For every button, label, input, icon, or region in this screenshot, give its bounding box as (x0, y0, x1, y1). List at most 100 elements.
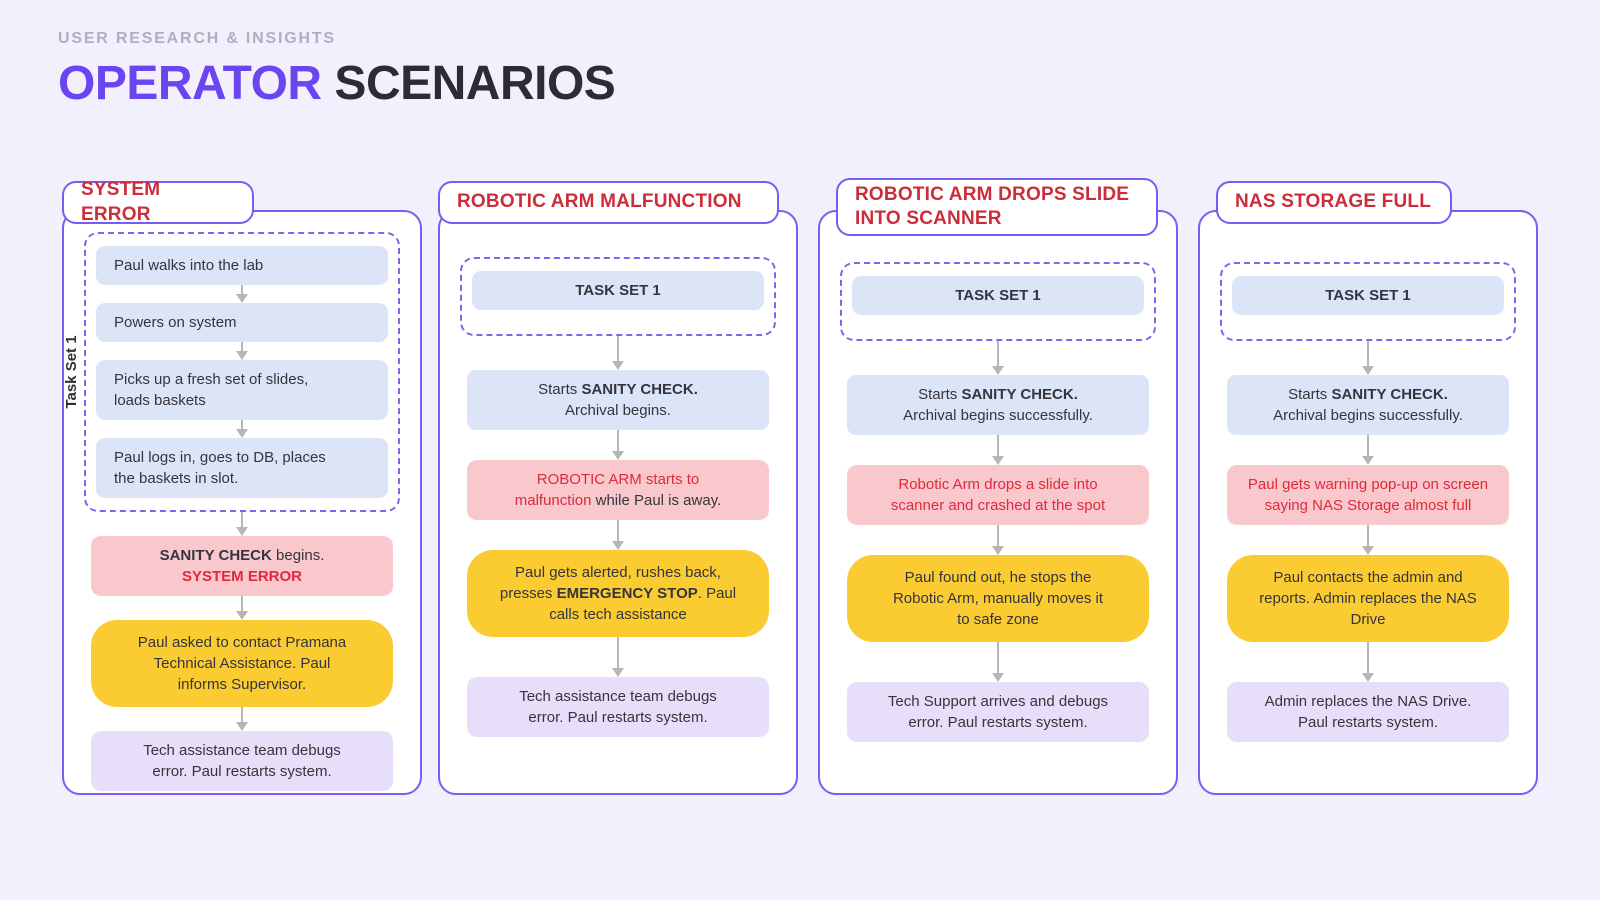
step-line: Paul asked to contact Pramana (138, 632, 346, 653)
text-segment: Paul gets alerted, rushes back, (515, 564, 721, 581)
step-line: error. Paul restarts system. (528, 707, 707, 728)
step-line: Robotic Arm drops a slide into (898, 474, 1097, 495)
step-line: SYSTEM ERROR (182, 566, 302, 587)
arrow-shaft (1367, 642, 1369, 673)
arrow-head (992, 456, 1004, 465)
text-segment: Starts (918, 386, 962, 403)
down-arrow (236, 342, 248, 360)
arrow-shaft (617, 637, 619, 668)
task-set-group: TASK SET 1 (840, 262, 1156, 341)
step-line: informs Supervisor. (178, 674, 306, 695)
arrow-shaft (997, 341, 999, 366)
text-segment: Robotic Arm drops a slide into (898, 476, 1098, 493)
arrow-shaft (617, 520, 619, 541)
scenario-title: ROBOTIC ARM MALFUNCTION (438, 181, 779, 224)
flow-step-blue: Starts SANITY CHECK. Archival begins succ… (1227, 375, 1509, 435)
text-segment: Paul restarts system. (1297, 714, 1439, 731)
arrow-head (236, 294, 248, 303)
text-segment: TASK SET 1 (575, 282, 661, 299)
step-line: error. Paul restarts system. (908, 712, 1087, 733)
flow-step-blue: Picks up a fresh set of slides,loads bas… (96, 360, 388, 420)
arrow-head (992, 366, 1004, 375)
step-line: Paul restarts system. (1298, 712, 1438, 733)
step-line: error. Paul restarts system. (152, 761, 331, 782)
step-line: Archival begins successfully. (903, 405, 1093, 426)
scenario-title-text: SYSTEM ERROR (81, 179, 161, 225)
page-title-rest: SCENARIOS (321, 57, 616, 110)
down-arrow (236, 420, 248, 438)
scenario-card-nas-storage-full: NAS STORAGE FULL TASK SET 1 Starts SANITY … (1198, 181, 1538, 795)
step-line: Tech Support arrives and debugs (888, 691, 1108, 712)
arrow-shaft (997, 525, 999, 546)
task-set-group: TASK SET 1 (1220, 262, 1516, 341)
text-segment: Archival begins successfully. (903, 407, 1093, 424)
arrow-head (612, 541, 624, 550)
flow-step-blue: TASK SET 1 (472, 271, 764, 310)
down-arrow (236, 285, 248, 303)
flow-step-lavender: Admin replaces the NAS Drive.Paul restar… (1227, 682, 1509, 742)
step-line: Starts SANITY CHECK. (1288, 384, 1448, 405)
step-line: ROBOTIC ARM starts to (537, 469, 700, 490)
step-line: Starts SANITY CHECK. (538, 379, 698, 400)
flow-step-blue: Powers on system (96, 303, 388, 342)
arrow-shaft (241, 285, 243, 294)
text-segment: error. Paul restarts system. (528, 709, 708, 726)
text-segment: malfunction (514, 492, 592, 509)
text-segment: Starts (538, 381, 582, 398)
step-line: Paul gets warning pop-up on screen (1248, 474, 1488, 495)
step-line: Drive (1350, 609, 1385, 630)
step-line: Robotic Arm, manually moves it (893, 588, 1103, 609)
text-segment: TASK SET 1 (955, 287, 1041, 304)
page-title-accent: OPERATOR (58, 57, 322, 110)
arrow-head (236, 429, 248, 438)
text-segment: begins. (271, 547, 325, 564)
step-line: SANITY CHECK begins. (160, 545, 325, 566)
down-arrow (1362, 525, 1374, 555)
text-segment: Paul walks into the lab (114, 257, 264, 274)
text-segment: presses (499, 585, 557, 602)
text-segment: . Paul (697, 585, 737, 602)
arrow-head (612, 668, 624, 677)
arrow-head (1362, 673, 1374, 682)
scenario-title-text: NAS STORAGE FULL (1235, 191, 1432, 213)
arrow-shaft (1367, 341, 1369, 366)
down-arrow (612, 430, 624, 460)
down-arrow (992, 435, 1004, 465)
arrow-shaft (997, 435, 999, 456)
page-header: USER RESEARCH & INSIGHTS OPERATOR SCENAR… (58, 30, 616, 110)
eyebrow-label: USER RESEARCH & INSIGHTS (58, 30, 336, 47)
arrow-shaft (241, 342, 243, 351)
step-line: saying NAS Storage almost full (1265, 495, 1472, 516)
step-line: to safe zone (957, 609, 1039, 630)
text-segment: SYSTEM ERROR (181, 568, 302, 585)
arrow-shaft (241, 596, 243, 611)
scenario-title: NAS STORAGE FULL (1216, 181, 1452, 224)
step-line: TASK SET 1 (1325, 285, 1411, 306)
text-segment: to safe zone (957, 611, 1039, 628)
flow-step-blue: Paul walks into the lab (96, 246, 388, 285)
arrow-shaft (1367, 435, 1369, 456)
step-line: Paul logs in, goes to DB, places (114, 447, 326, 468)
text-segment: SANITY CHECK. (1331, 386, 1448, 403)
step-line: Archival begins. (565, 400, 671, 421)
arrow-shaft (997, 642, 999, 673)
text-segment: Archival begins successfully. (1273, 407, 1463, 424)
down-arrow (612, 637, 624, 677)
arrow-head (612, 451, 624, 460)
text-segment: Archival begins. (565, 402, 671, 419)
step-line: Paul gets alerted, rushes back, (515, 562, 721, 583)
text-segment: informs Supervisor. (177, 676, 307, 693)
step-line: TASK SET 1 (575, 280, 661, 301)
step-line: Paul found out, he stops the (905, 567, 1092, 588)
text-segment: Drive (1350, 611, 1386, 628)
